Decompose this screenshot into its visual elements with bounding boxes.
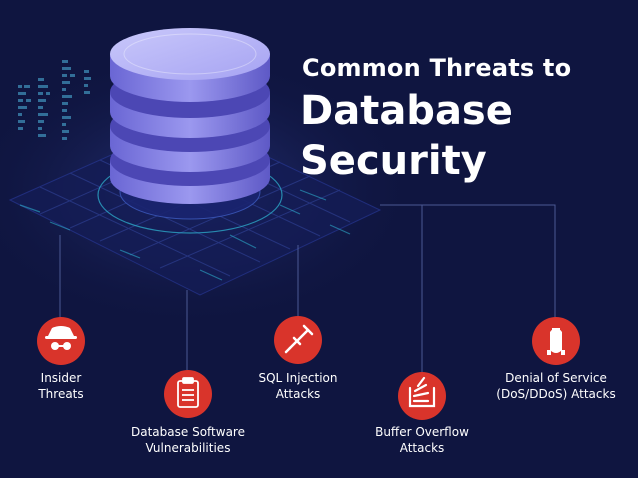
circuit-dashes	[19, 189, 351, 281]
threat-label-line: (DoS/DDoS) Attacks	[496, 387, 616, 401]
spy-icon	[45, 326, 77, 350]
threat-label-dos: Denial of Service (DoS/DDoS) Attacks	[496, 370, 615, 402]
threat-label-buffer: Buffer Overflow Attacks	[375, 424, 469, 456]
threat-label-line: Database Software	[131, 425, 245, 439]
threat-label-line: Attacks	[275, 387, 321, 401]
overflow-icon	[408, 376, 436, 408]
threat-label-line: Threats	[38, 387, 84, 401]
syringe-icon	[284, 324, 314, 354]
buffer-overflow-badge	[398, 372, 446, 420]
database-stack	[110, 28, 270, 204]
title-line-2: Database	[300, 88, 513, 134]
connector-lines	[59, 204, 556, 372]
threat-label-line: Insider	[40, 371, 82, 385]
threat-label-line: Denial of Service	[505, 371, 607, 385]
software-vulnerability-badge	[164, 370, 212, 418]
threat-label-line: Buffer Overflow	[375, 425, 469, 439]
threat-label-line: Attacks	[399, 441, 445, 455]
denial-of-service-badge	[532, 317, 580, 365]
threat-label-insider: Insider Threats	[38, 370, 83, 402]
clipboard-icon	[177, 377, 199, 408]
insider-threat-badge	[37, 317, 85, 365]
threat-label-line: SQL Injection	[258, 371, 338, 385]
bomb-icon	[547, 328, 565, 355]
threat-label-sql: SQL Injection Attacks	[258, 370, 337, 402]
title-line-3: Security	[300, 138, 487, 184]
threat-label-software: Database Software Vulnerabilities	[131, 424, 245, 456]
title-line-1: Common Threats to	[302, 54, 572, 82]
code-columns	[18, 60, 91, 140]
sql-injection-badge	[274, 316, 322, 364]
threat-label-line: Vulnerabilities	[145, 441, 231, 455]
